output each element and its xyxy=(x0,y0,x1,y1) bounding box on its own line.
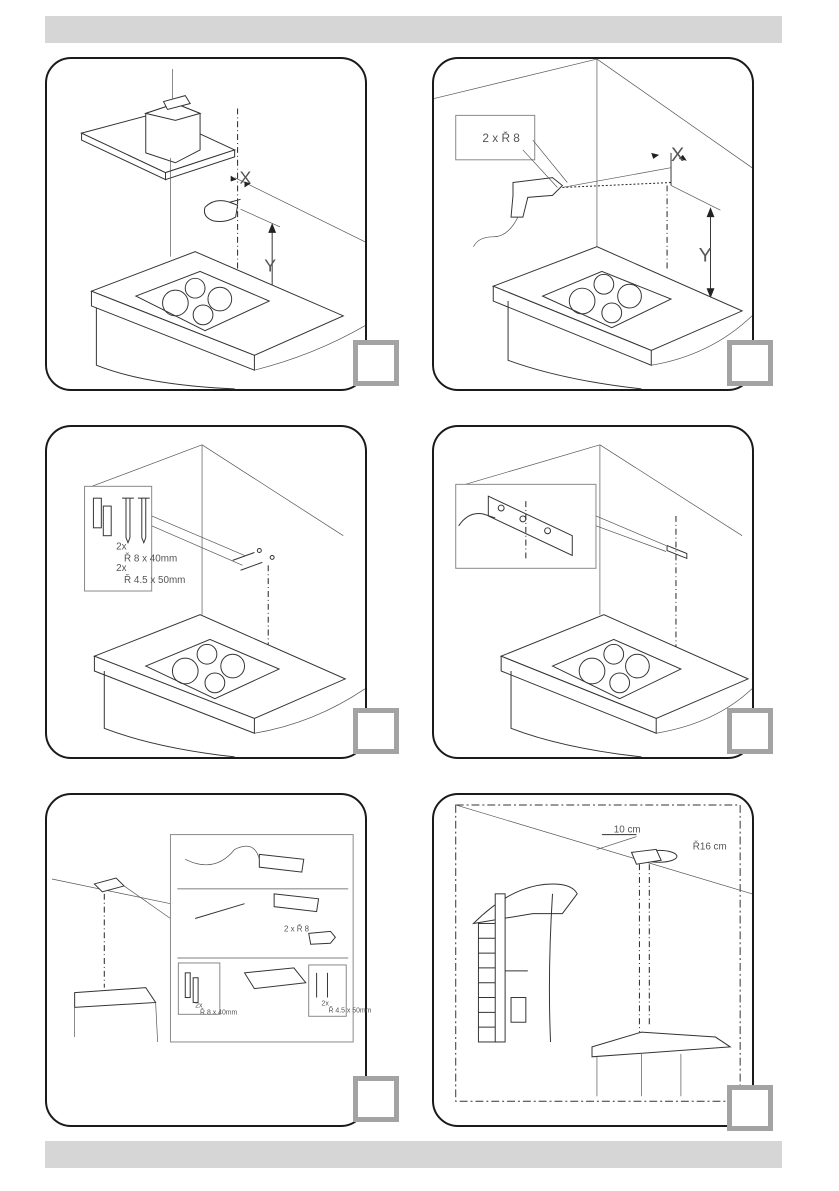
step-1-illustration: X Y xyxy=(80,68,366,390)
step-6-panel: 10 cm Ř16 cm xyxy=(432,793,754,1127)
distance-label: 10 cm xyxy=(614,825,641,836)
x-dimension-label: X xyxy=(240,168,252,188)
step-3-illustration: 2x Ř 8 x 40mm 2x Ř 4.5 x 50mm xyxy=(84,444,366,758)
screw-size-label: Ř 4.5 x 50mm xyxy=(328,1005,371,1014)
header-bar xyxy=(45,16,782,43)
drill-size-label: 2 x Ř 8 xyxy=(284,924,310,933)
step-4-panel xyxy=(432,425,754,759)
screw-size-label: Ř 4.5 x 50mm xyxy=(124,575,185,586)
step-2-panel: 2 x Ř 8 X Y xyxy=(432,57,754,391)
plug-qty-label: 2x xyxy=(195,1002,203,1009)
screw-qty-label: 2x xyxy=(116,563,126,574)
step-4-illustration xyxy=(455,444,753,758)
plug-size-label: Ř 8 x 40mm xyxy=(124,553,177,564)
step-2-number-box xyxy=(727,340,773,386)
step-3-number-box xyxy=(353,708,399,754)
step-1-panel: X Y xyxy=(45,57,367,391)
diameter-label: Ř16 cm xyxy=(693,841,727,852)
step-5-panel: 2 x Ř 8 2x Ř 8 x 40mm 2x Ř 4.5 x 50mm xyxy=(45,793,372,1127)
step-3-panel: 2x Ř 8 x 40mm 2x Ř 4.5 x 50mm xyxy=(45,425,367,759)
y-dimension-label: Y xyxy=(699,245,712,267)
drill-size-label: 2 x Ř 8 xyxy=(482,130,520,145)
step-6-illustration: 10 cm Ř16 cm xyxy=(455,804,753,1102)
plug-size-label: Ř 8 x 40mm xyxy=(200,1007,237,1016)
step-5-illustration: 2 x Ř 8 2x Ř 8 x 40mm 2x Ř 4.5 x 50mm xyxy=(51,834,372,1043)
step-4-number-box xyxy=(727,708,773,754)
step-2-illustration: 2 x Ř 8 X Y xyxy=(433,58,753,390)
x-dimension-label: X xyxy=(671,144,684,166)
step-5-number-box xyxy=(353,1076,399,1122)
footer-bar xyxy=(45,1141,782,1168)
y-dimension-label: Y xyxy=(264,255,276,275)
step-6-number-box xyxy=(727,1085,773,1131)
step-1-number-box xyxy=(353,340,399,386)
screw-qty-label: 2x xyxy=(322,1000,330,1007)
plug-qty-label: 2x xyxy=(116,542,126,553)
